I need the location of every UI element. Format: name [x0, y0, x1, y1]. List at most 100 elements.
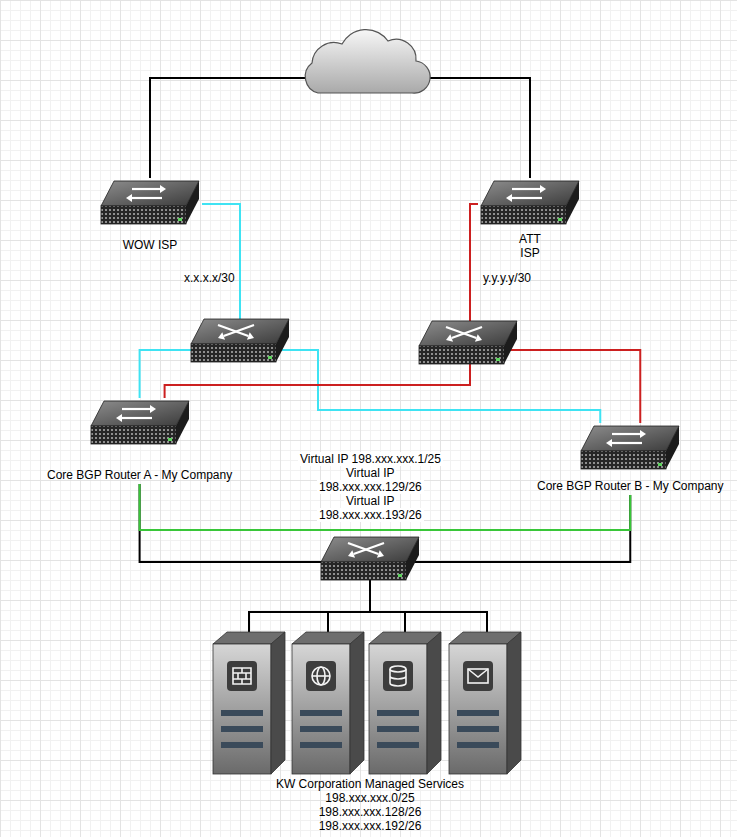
node-label: ATT ISP: [512, 232, 548, 260]
device-side: [276, 319, 289, 362]
firewall-symbol: [233, 668, 251, 684]
arrow-shaft: [122, 408, 150, 410]
server-front: [292, 644, 350, 774]
device-front: [91, 426, 176, 444]
core-router: Core BGP Router B - My Company: [535, 423, 726, 495]
device-front: [419, 346, 504, 364]
globe-symbol: [312, 667, 330, 685]
arrow-shaft: [512, 188, 540, 190]
server-side: [271, 632, 285, 774]
device-front: [101, 206, 186, 224]
arrow-head: [218, 332, 225, 340]
fan-drop: [327, 611, 329, 632]
arrow-shaft: [612, 442, 642, 444]
virtual-ip-label: Virtual IP 198.xxx.xxx.1/25: [298, 452, 443, 466]
device-front: [321, 562, 406, 580]
device-front: [581, 451, 666, 469]
device-side: [176, 401, 189, 444]
network-link: [165, 204, 478, 398]
service-badge: [306, 661, 336, 691]
database-symbol: [390, 666, 406, 686]
drive-slot: [457, 710, 499, 716]
arrow-head: [475, 334, 482, 342]
arrow-head: [540, 185, 546, 193]
isp-router: WOW ISP: [98, 178, 202, 254]
drive-slot: [300, 710, 342, 716]
device-side: [186, 181, 199, 224]
server-unit: [213, 632, 285, 774]
server-fan: [249, 611, 487, 632]
fan-drop: [404, 611, 406, 632]
drive-slot: [300, 742, 342, 748]
arrow-head: [606, 439, 612, 447]
fan-bar: [249, 611, 487, 613]
subnet-text: 198.xxx.xxx.192/26: [319, 819, 422, 833]
service-badge: [463, 661, 493, 691]
link-subnet: x.x.x.x/30: [184, 271, 235, 285]
server-group: [210, 614, 530, 777]
server-unit: [292, 632, 364, 774]
arrow-shaft: [354, 543, 384, 554]
network-link: [140, 204, 240, 398]
router-icon: [100, 180, 200, 228]
status-light: [558, 218, 562, 221]
subnet-text: 198.xxx.xxx.128/26: [319, 805, 422, 819]
subnet-text: 198.xxx.xxx.0/25: [325, 791, 414, 805]
switch: [418, 320, 518, 368]
status-light: [268, 356, 272, 359]
arrow-head: [506, 194, 512, 202]
arrow-head: [348, 550, 355, 558]
device-side: [504, 321, 517, 364]
virtual-ip-label: Virtual IP: [344, 466, 396, 480]
arrow-head: [160, 185, 166, 193]
router-icon: [90, 400, 190, 448]
device-side: [566, 181, 579, 224]
arrow-head: [446, 334, 453, 342]
switch: [190, 318, 290, 366]
switch-icon: [320, 536, 420, 584]
server-group: KW Corporation Managed Services198.xxx.x…: [208, 612, 532, 835]
node-label: KW Corporation Managed Services: [276, 777, 464, 791]
server-front: [369, 644, 427, 774]
arrow-shaft: [452, 327, 482, 338]
router-figure: [480, 180, 580, 228]
drive-slot: [377, 742, 419, 748]
arrow-head: [640, 430, 646, 438]
arrow-head: [126, 194, 132, 202]
arrow-shaft: [122, 417, 152, 419]
server-side: [350, 632, 364, 774]
server-unit: [369, 632, 441, 774]
status-light: [496, 358, 500, 361]
device-top: [481, 181, 579, 206]
isp-router: ATT ISP: [478, 178, 582, 262]
router-figure: [90, 400, 190, 448]
device-top: [101, 181, 199, 206]
node-label: Core BGP Router B - My Company: [537, 479, 724, 493]
device-front: [481, 206, 566, 224]
arrow-head: [247, 332, 254, 340]
fan-drop: [248, 611, 250, 632]
node-label: WOW ISP: [123, 238, 178, 252]
router-icon: [580, 425, 680, 473]
virtual-ip-label: Virtual IP: [344, 494, 396, 508]
drive-slot: [377, 726, 419, 732]
arrow-shaft: [612, 433, 640, 435]
servers-figure: [210, 614, 530, 777]
device-side: [406, 537, 419, 580]
arrow-head: [150, 405, 156, 413]
drive-slot: [221, 710, 263, 716]
router-figure: [100, 180, 200, 228]
status-light: [168, 438, 172, 441]
router-figure: [580, 425, 680, 473]
server-side: [507, 632, 521, 774]
arrow-shaft: [132, 188, 160, 190]
device-top: [419, 321, 517, 346]
network-link: [470, 204, 640, 423]
drive-slot: [221, 726, 263, 732]
network-link: [202, 204, 600, 423]
drive-slot: [221, 742, 263, 748]
device-top: [191, 319, 289, 344]
switch: [320, 536, 420, 584]
fan-drop: [486, 611, 488, 632]
server-unit: [449, 632, 521, 774]
